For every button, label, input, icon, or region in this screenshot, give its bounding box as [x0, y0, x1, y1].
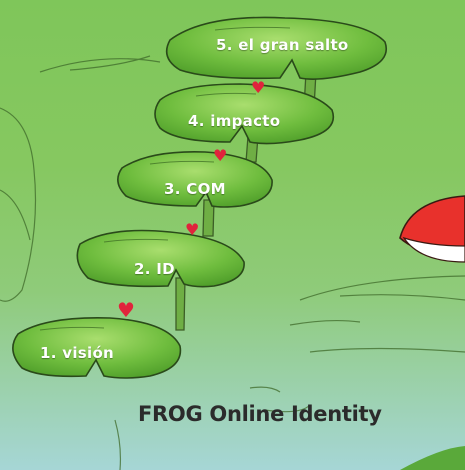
lily-pad-2: [76, 229, 245, 288]
lily-pad-3: [117, 151, 273, 208]
step-label-1: 1. visión: [40, 344, 115, 362]
heart-icon: ♥: [185, 220, 200, 239]
background-sketch: [0, 55, 465, 470]
heart-icon: ♥: [117, 298, 135, 322]
heart-icon: ♥: [213, 146, 228, 165]
bottom-leaf: [400, 446, 465, 470]
lily-pad-5: [165, 16, 387, 80]
lily-pads: [12, 16, 387, 379]
lily-pad-1: [12, 317, 182, 379]
lily-pad-4: [154, 83, 335, 145]
step-label-4: 4. impacto: [188, 112, 281, 130]
step-label-3: 3. COM: [164, 180, 226, 198]
heart-icon: ♥: [251, 78, 266, 97]
pad-veins: [39, 26, 291, 331]
caption-title: FROG Online Identity: [138, 402, 382, 426]
step-label-2: 2. ID: [134, 260, 175, 278]
frog-eye: [399, 195, 465, 263]
step-label-5: 5. el gran salto: [216, 36, 349, 54]
